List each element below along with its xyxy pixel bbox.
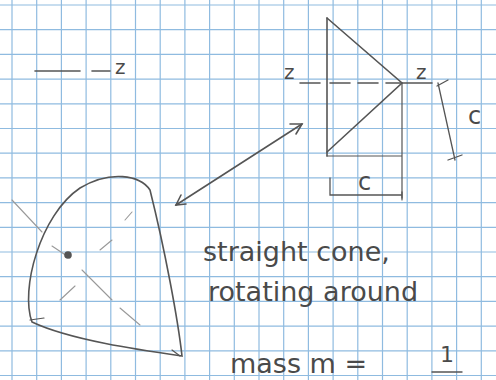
axis-label: z (416, 62, 427, 82)
fraction-bar (432, 371, 462, 372)
note-text: straight cone, (203, 238, 390, 265)
axis-dot (65, 252, 71, 258)
axis-line (92, 70, 110, 72)
axis-label: z (115, 57, 126, 77)
cone-side (327, 18, 402, 152)
arrowhead (176, 195, 186, 205)
note-text: mass m = (230, 350, 367, 377)
sketch-mark (30, 318, 180, 356)
dimension-label: c (468, 104, 481, 128)
fraction-number: 1 (440, 344, 454, 366)
arrowhead (290, 124, 302, 134)
dimension-line (437, 80, 462, 160)
double-arrow (176, 124, 302, 205)
cone-outline (29, 176, 182, 356)
axis-line (300, 82, 432, 84)
note-text: rotating around (208, 278, 418, 305)
axis-line (12, 200, 140, 325)
extension-line (327, 83, 402, 200)
axis-line (35, 70, 80, 72)
dimension-label: c (358, 170, 371, 194)
axis-label: z (284, 62, 295, 82)
cone-base (326, 18, 328, 156)
